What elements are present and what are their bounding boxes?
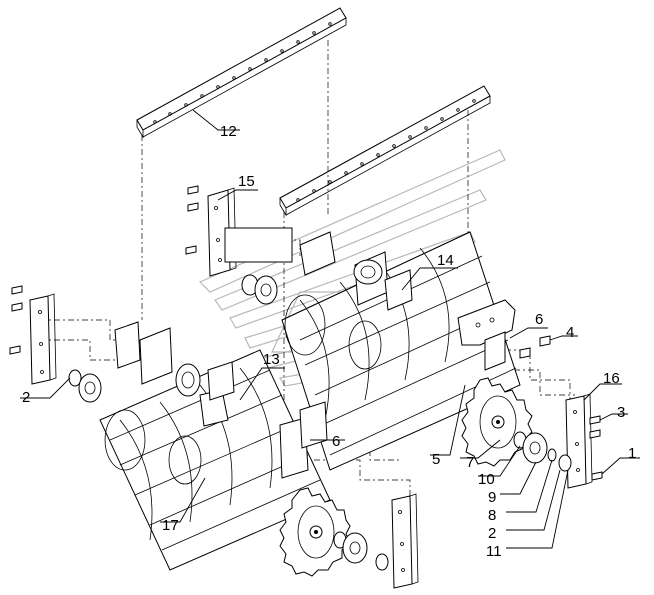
callout-label-5: 5 [432,451,440,468]
callout-6-upper: 6 [509,311,548,339]
callout-15: 15 [217,173,258,201]
callout-6-lower: 6 [310,433,345,450]
callout-label-11: 11 [486,543,502,560]
callout-9: 9 [488,461,537,506]
callout-16: 16 [583,370,622,401]
callout-label-4: 4 [566,324,574,341]
front-roller-assembly [9,285,419,589]
callout-label-10: 10 [478,471,495,488]
callout-4: 4 [549,324,578,341]
callout-11: 11 [486,469,569,560]
callout-2-right: 2 [488,469,561,542]
callout-label-1: 1 [628,445,636,462]
callout-label-9: 9 [488,489,496,506]
callout-label-15: 15 [238,173,255,190]
callout-label-13: 13 [263,351,280,368]
callout-label-8: 8 [488,507,496,524]
callout-12: 12 [192,109,240,140]
callout-8: 8 [488,459,553,524]
callout-label-2-left: 2 [22,389,30,406]
callout-label-6-lower: 6 [332,433,340,450]
callout-label-14: 14 [437,252,454,269]
callout-7: 7 [460,439,501,471]
callout-label-16: 16 [603,370,620,387]
callout-17: 17 [160,477,206,534]
upper-flat-bar [136,7,347,139]
callout-label-12: 12 [220,123,237,140]
callout-label-2-right: 2 [488,525,496,542]
rear-roller-assembly [185,185,603,489]
callout-13: 13 [239,351,285,401]
callout-label-6-upper: 6 [535,311,543,328]
callout-5: 5 [430,384,466,468]
callout-14: 14 [401,252,458,291]
callout-3: 3 [599,404,628,421]
callout-1: 1 [601,445,640,475]
callout-10: 10 [478,445,521,488]
callout-2-left: 2 [20,377,71,406]
callout-label-3: 3 [617,404,625,421]
callout-label-17: 17 [162,517,179,534]
lower-flat-bar [279,85,491,217]
callout-label-7: 7 [466,454,474,471]
